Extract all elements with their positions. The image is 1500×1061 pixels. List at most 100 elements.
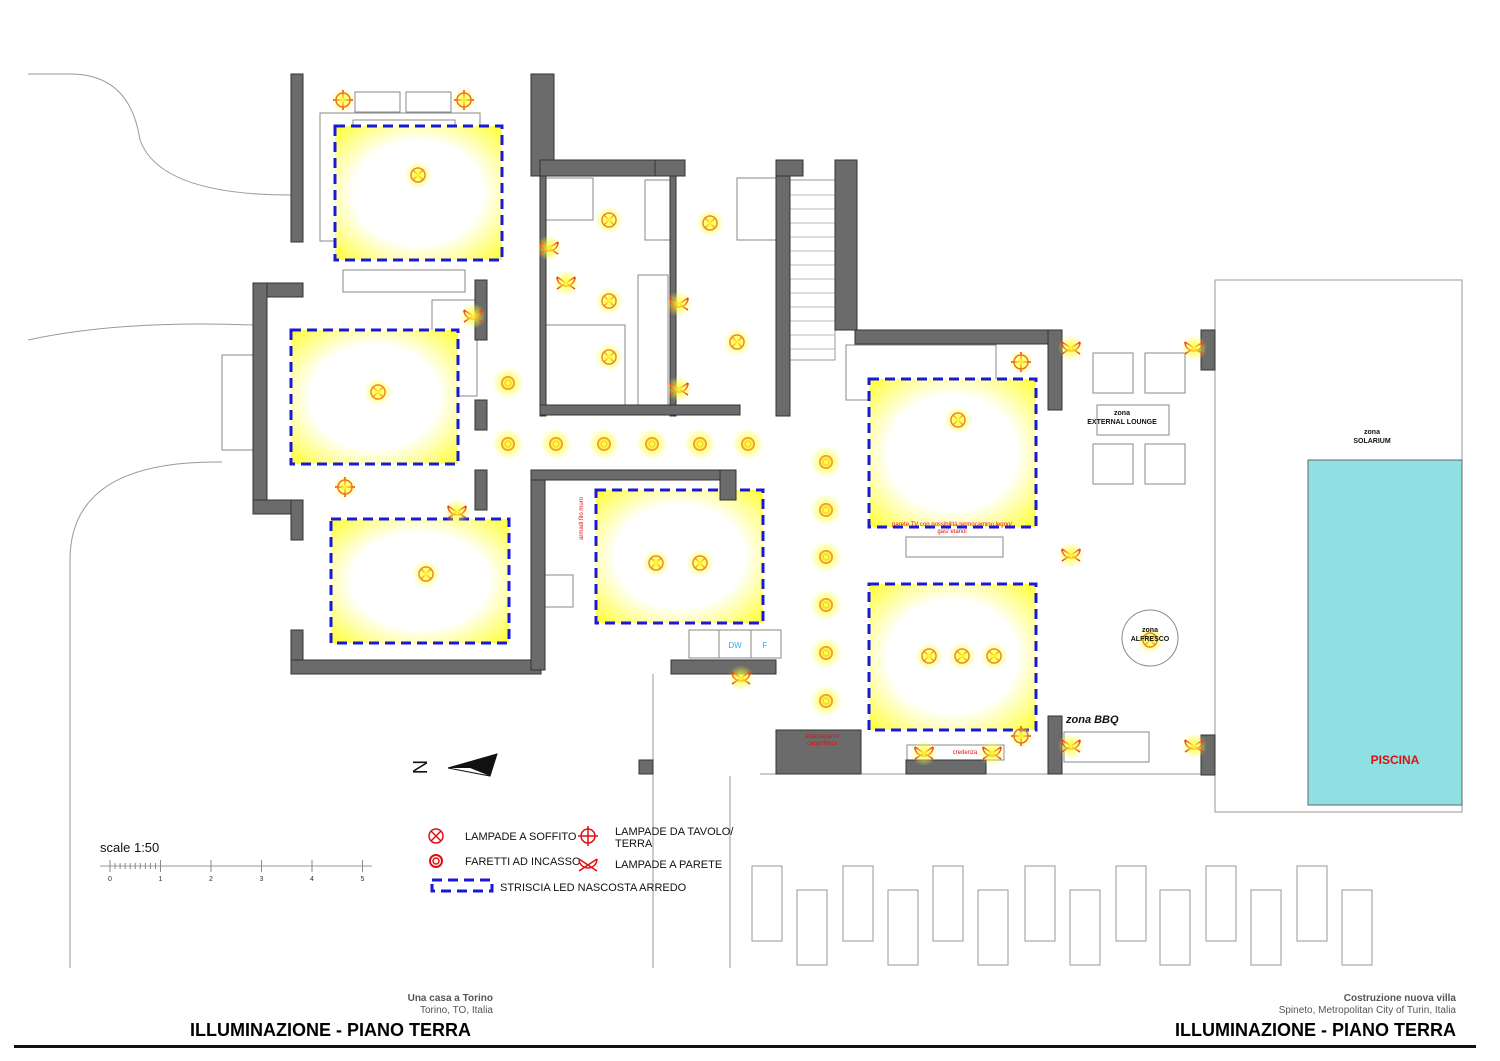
- led-strip-zone: [867, 377, 1038, 529]
- scale-tick-label: 4: [310, 876, 314, 883]
- label-tv-wall: parete TV con possibilità termocamino le…: [892, 522, 1012, 528]
- wall: [539, 175, 547, 417]
- light-glow: [944, 406, 972, 434]
- light-glow: [636, 428, 668, 460]
- light-glow: [810, 685, 842, 717]
- light-glow: [723, 328, 751, 356]
- wall: [539, 159, 661, 177]
- scale-tick-label: 0: [108, 876, 112, 883]
- light-glow: [686, 549, 714, 577]
- wall: [290, 73, 304, 243]
- wall: [474, 399, 488, 431]
- label-lounge-zona: zona: [1114, 410, 1130, 417]
- furniture-item: [750, 629, 782, 659]
- furniture-item: [1144, 443, 1186, 485]
- pool: [1307, 459, 1463, 806]
- furniture-item: [221, 354, 254, 451]
- label-tv-wall-2: gas/ etanol: [937, 529, 966, 535]
- furniture-item: [405, 91, 452, 113]
- wall: [834, 159, 858, 331]
- light-glow: [810, 494, 842, 526]
- parking-stall: [796, 889, 828, 966]
- light-glow: [1009, 724, 1033, 748]
- furniture-item: [644, 179, 674, 241]
- light-glow: [331, 88, 355, 112]
- light-glow: [948, 642, 976, 670]
- light-glow: [333, 475, 357, 499]
- wall: [775, 159, 804, 177]
- light-glow: [595, 206, 623, 234]
- light-glow: [588, 428, 620, 460]
- label-wardrobe: armadi filo muro: [579, 496, 585, 540]
- light-glow: [492, 428, 524, 460]
- scale-tick-label: 2: [209, 876, 213, 883]
- furniture-item: [1092, 352, 1134, 394]
- light-glow: [810, 446, 842, 478]
- parking-stall: [751, 865, 783, 942]
- staircase: [790, 179, 836, 361]
- parking-stall: [1024, 865, 1056, 942]
- furniture-item: [905, 536, 1004, 558]
- wall: [775, 175, 791, 417]
- wall: [638, 759, 654, 775]
- legend-led: STRISCIA LED NASCOSTA ARREDO: [500, 882, 687, 894]
- legend-table: LAMPADE DA TAVOLO/: [615, 826, 734, 838]
- light-glow: [980, 642, 1008, 670]
- wall: [670, 659, 777, 675]
- wall: [290, 659, 542, 675]
- wall: [854, 329, 1056, 345]
- legend-wall: LAMPADE A PARETE: [615, 859, 722, 871]
- wall: [252, 282, 268, 514]
- light-glow: [492, 367, 524, 399]
- light-glow: [412, 560, 440, 588]
- label-lounge: EXTERNAL LOUNGE: [1087, 419, 1157, 426]
- wall: [539, 404, 741, 416]
- scale-tick-label: 5: [361, 876, 365, 883]
- wall: [719, 469, 737, 501]
- label-pool: PISCINA: [1371, 753, 1420, 767]
- right-project: Costruzione nuova villa: [1344, 993, 1457, 1004]
- furniture-item: [1092, 443, 1134, 485]
- legend: LAMPADE A SOFFITO LAMPADE DA TAVOLO/ TER…: [428, 826, 734, 894]
- label-sideboard: credenza: [953, 750, 978, 756]
- furniture-item: [718, 629, 752, 659]
- light-glow: [911, 740, 937, 766]
- parking-stall: [1296, 865, 1328, 942]
- light-glow: [666, 376, 692, 402]
- furniture-item: [542, 177, 594, 221]
- light-glow: [460, 303, 486, 329]
- label-alfresco: ALFRESCO: [1131, 636, 1170, 643]
- furniture-item: [1144, 352, 1186, 394]
- label-coat-2: cappottiera: [807, 741, 837, 747]
- outer: [429, 854, 443, 868]
- light-glow: [1058, 733, 1084, 759]
- parking-stall: [1069, 889, 1101, 966]
- light-glow: [810, 589, 842, 621]
- wall: [530, 469, 722, 481]
- legend-ceiling-icon: [428, 828, 444, 844]
- right-title: ILLUMINAZIONE - PIANO TERRA: [1175, 1020, 1456, 1040]
- light-glow: [595, 343, 623, 371]
- label-bbq: zona BBQ: [1065, 714, 1119, 726]
- label-fridge: F: [763, 641, 768, 650]
- wall: [290, 499, 304, 541]
- led-strip-zone: [594, 488, 765, 625]
- parking-stall: [932, 865, 964, 942]
- label-alfresco-zona: zona: [1142, 627, 1158, 634]
- label-solarium: SOLARIUM: [1353, 438, 1391, 445]
- light-glow: [696, 209, 724, 237]
- light-glow: [1136, 626, 1164, 654]
- scale-tick-label: 1: [159, 876, 163, 883]
- label-coat: attaccapanni: [805, 734, 839, 740]
- title-block-right: Costruzione nuova villa Spineto, Metropo…: [1175, 993, 1456, 1040]
- parking-stall: [1159, 889, 1191, 966]
- legend-recessed: FARETTI AD INCASSO: [465, 856, 581, 868]
- parking-stall: [1341, 889, 1373, 966]
- left-title: ILLUMINAZIONE - PIANO TERRA: [190, 1020, 471, 1040]
- walls: [252, 73, 1216, 776]
- parking-stall: [1250, 889, 1282, 966]
- parking-stall: [887, 889, 919, 966]
- scale-label: scale 1:50: [100, 840, 159, 855]
